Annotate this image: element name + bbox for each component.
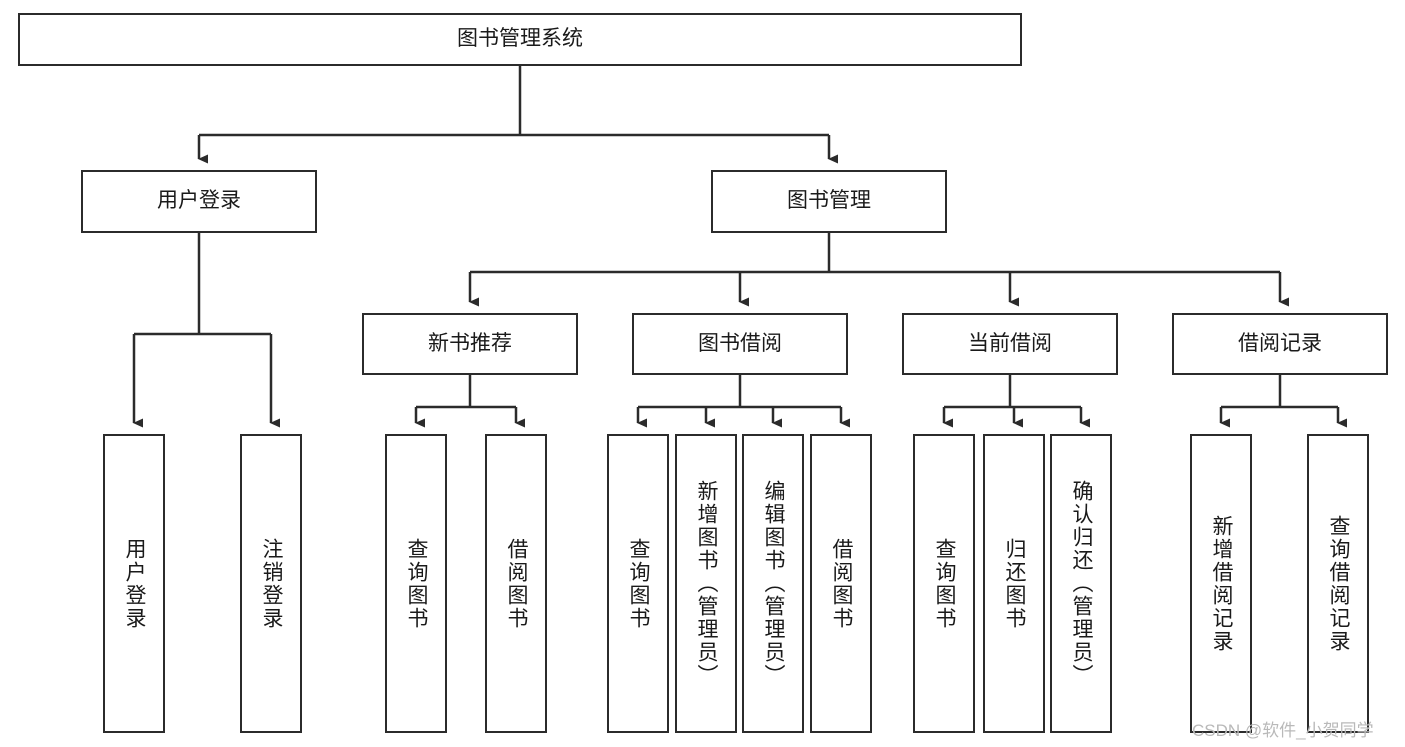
node-leaf4[interactable]: 借阅图书 (485, 434, 547, 733)
node-leaf5[interactable]: 查询图书 (607, 434, 669, 733)
node-leaf6[interactable]: 新增图书（管理员） (675, 434, 737, 733)
node-label: 编辑图书（管理员） (762, 480, 786, 687)
node-record[interactable]: 借阅记录 (1172, 313, 1388, 375)
node-label: 新增借阅记录 (1210, 514, 1234, 653)
node-leaf13[interactable]: 查询借阅记录 (1307, 434, 1369, 733)
node-label: 确认归还（管理员） (1070, 480, 1094, 687)
node-root[interactable]: 图书管理系统 (18, 13, 1022, 66)
node-newbook[interactable]: 新书推荐 (362, 313, 578, 375)
node-current[interactable]: 当前借阅 (902, 313, 1118, 375)
node-leaf7[interactable]: 编辑图书（管理员） (742, 434, 804, 733)
node-leaf2[interactable]: 注销登录 (240, 434, 302, 733)
node-label: 注销登录 (260, 537, 284, 630)
node-label: 用户登录 (123, 537, 147, 630)
node-leaf10[interactable]: 归还图书 (983, 434, 1045, 733)
node-borrow[interactable]: 图书借阅 (632, 313, 848, 375)
node-bookmgmt[interactable]: 图书管理 (711, 170, 947, 233)
node-leaf3[interactable]: 查询图书 (385, 434, 447, 733)
node-label: 查询图书 (627, 537, 651, 630)
node-label: 用户登录 (157, 189, 241, 213)
node-label: 新书推荐 (428, 331, 512, 355)
node-leaf12[interactable]: 新增借阅记录 (1190, 434, 1252, 733)
node-label: 归还图书 (1003, 537, 1027, 630)
node-leaf9[interactable]: 查询图书 (913, 434, 975, 733)
node-label: 借阅记录 (1238, 331, 1322, 355)
node-label: 新增图书（管理员） (695, 480, 719, 687)
node-label: 借阅图书 (830, 537, 854, 630)
node-label: 当前借阅 (968, 331, 1052, 355)
node-label: 图书管理 (787, 189, 871, 213)
edge-group (132, 66, 1347, 428)
node-leaf8[interactable]: 借阅图书 (810, 434, 872, 733)
node-label: 查询图书 (405, 537, 429, 630)
node-label: 图书管理系统 (457, 27, 583, 51)
node-label: 借阅图书 (505, 537, 529, 630)
node-label: 查询图书 (933, 537, 957, 630)
node-leaf1[interactable]: 用户登录 (103, 434, 165, 733)
node-label: 图书借阅 (698, 331, 782, 355)
node-login[interactable]: 用户登录 (81, 170, 317, 233)
node-label: 查询借阅记录 (1327, 514, 1351, 653)
node-leaf11[interactable]: 确认归还（管理员） (1050, 434, 1112, 733)
